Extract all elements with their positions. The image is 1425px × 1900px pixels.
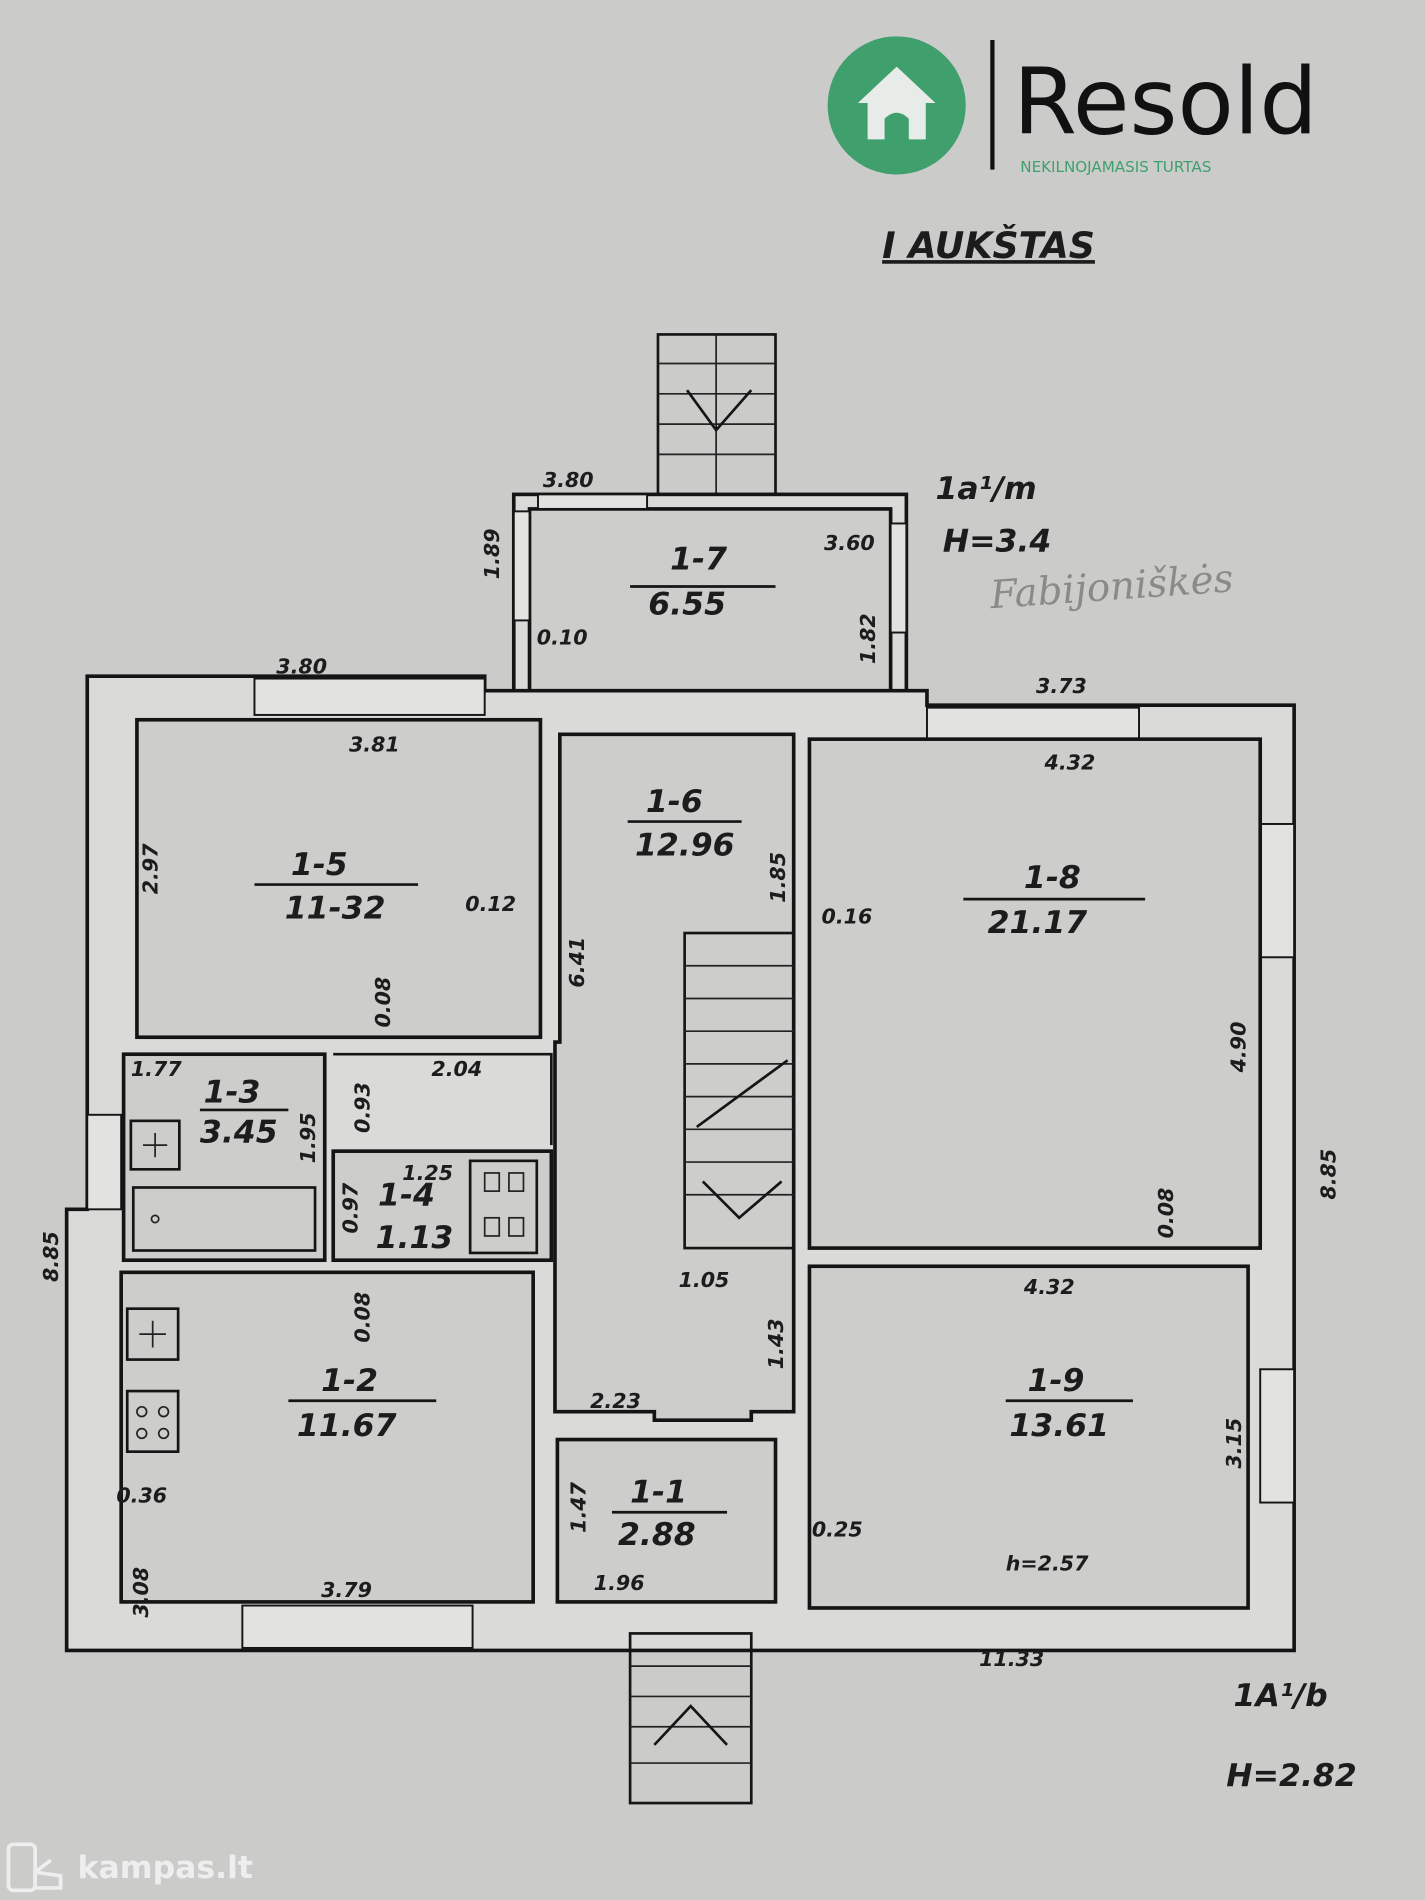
room-id: 1-5 xyxy=(291,847,348,883)
room-id: 1-9 xyxy=(1028,1363,1085,1399)
room-1-1 xyxy=(555,1437,778,1604)
room-id: 1-3 xyxy=(204,1075,261,1111)
kampas-watermark: kampas.lt xyxy=(6,1842,253,1893)
room-id: 1-6 xyxy=(646,784,703,820)
dim: 4.32 xyxy=(1023,1275,1075,1299)
room-1-3 xyxy=(121,1052,327,1263)
room-labels: 1-5 11-32 1-6 12.96 1-7 6.55 1-8 21.17 1… xyxy=(200,542,1146,1553)
fixtures xyxy=(125,1119,539,1453)
dim: 1.85 xyxy=(766,852,790,903)
dim: 1.77 xyxy=(131,1057,182,1081)
bottom-height: H=2.82 xyxy=(1226,1758,1356,1794)
room-1-9 xyxy=(807,1264,1250,1610)
room-id: 1-1 xyxy=(630,1475,687,1511)
room-area: 21.17 xyxy=(988,905,1088,941)
dim: 3.73 xyxy=(1036,674,1087,698)
dim: 1.82 xyxy=(856,613,880,664)
dim: 3.08 xyxy=(129,1567,153,1618)
room-area: 3.45 xyxy=(200,1115,278,1151)
porch-walls xyxy=(511,492,909,705)
handwritten-note: Fabijoniškės xyxy=(988,556,1235,618)
room-id: 1-4 xyxy=(378,1178,435,1214)
room-area: 12.96 xyxy=(635,827,735,863)
dim: 2.23 xyxy=(590,1389,641,1413)
room-area: 13.61 xyxy=(1009,1408,1109,1444)
entrance-stairs-top xyxy=(656,333,777,500)
dim: 8.85 xyxy=(1316,1149,1340,1200)
dim: 0.08 xyxy=(371,977,395,1028)
dim: 11.33 xyxy=(979,1647,1044,1671)
resold-logo: Resold NEKILNOJAMASIS TURTAS xyxy=(827,36,1318,176)
dim: 3.80 xyxy=(543,468,594,492)
rooms xyxy=(119,717,1263,1610)
dim: 0.10 xyxy=(537,626,588,650)
dim: 0.08 xyxy=(351,1292,375,1343)
room-id: 1-7 xyxy=(670,542,727,578)
dim: 4.90 xyxy=(1227,1022,1251,1074)
dim: 1.05 xyxy=(679,1268,730,1292)
dim: 2.04 xyxy=(431,1057,482,1081)
room-area: 11.67 xyxy=(297,1408,397,1444)
dim: 0.36 xyxy=(116,1484,167,1508)
dim: 1.96 xyxy=(594,1571,645,1595)
entrance-stairs-bottom xyxy=(628,1632,753,1805)
house-icon xyxy=(857,66,936,140)
kampas-logo-icon xyxy=(6,1842,37,1893)
room-1-5 xyxy=(135,717,543,1040)
dim: 0.93 xyxy=(351,1082,375,1133)
room-area: 2.88 xyxy=(618,1517,696,1553)
dim: h=2.57 xyxy=(1006,1551,1089,1575)
room-area: 1.13 xyxy=(376,1220,454,1256)
dim: 3.81 xyxy=(349,732,400,756)
top-height: H=3.4 xyxy=(943,523,1052,559)
dimension-labels: 3.80 3.60 1.89 0.10 1.82 3.80 3.81 2.97 … xyxy=(39,468,1340,1671)
dim: 3.60 xyxy=(824,531,875,555)
windows xyxy=(86,677,1296,1649)
dim: 1.47 xyxy=(566,1481,590,1532)
floor-title: I AUKŠTAS xyxy=(882,224,1095,267)
logo-brand: Resold xyxy=(1013,48,1318,155)
dim: 1.89 xyxy=(480,528,504,579)
room-1-8 xyxy=(807,737,1263,1250)
dim: 0.25 xyxy=(812,1517,863,1541)
dim: 3.80 xyxy=(276,655,327,679)
dim: 0.12 xyxy=(465,892,516,916)
dim: 1.95 xyxy=(296,1112,320,1163)
dim: 4.32 xyxy=(1044,750,1096,774)
dim: 1.25 xyxy=(402,1161,453,1185)
room-id: 1-8 xyxy=(1024,860,1081,896)
dim: 6.41 xyxy=(565,937,589,988)
interior-stairs xyxy=(683,931,796,1250)
bottom-code: 1A¹/b xyxy=(1234,1678,1328,1714)
room-1-2 xyxy=(119,1270,535,1604)
dim: 3.15 xyxy=(1222,1418,1246,1469)
room-area: 11-32 xyxy=(285,890,386,926)
dim: 0.08 xyxy=(1154,1188,1178,1239)
dim: 2.97 xyxy=(139,843,163,894)
top-code: 1a¹/m xyxy=(935,471,1036,507)
room-1-4 xyxy=(331,1149,554,1263)
dim: 1.43 xyxy=(764,1318,788,1369)
dim: 0.16 xyxy=(822,904,873,928)
dim: 3.79 xyxy=(321,1578,372,1602)
dim: 0.97 xyxy=(338,1182,362,1233)
room-id: 1-2 xyxy=(321,1363,378,1399)
annotations: 1a¹/m H=3.4 Fabijoniškės 1A¹/b H=2.82 xyxy=(935,471,1356,1794)
dim: 8.85 xyxy=(39,1231,63,1282)
kampas-text: kampas.lt xyxy=(78,1850,253,1886)
room-area: 6.55 xyxy=(648,586,726,622)
logo-tagline: NEKILNOJAMASIS TURTAS xyxy=(1020,158,1211,176)
